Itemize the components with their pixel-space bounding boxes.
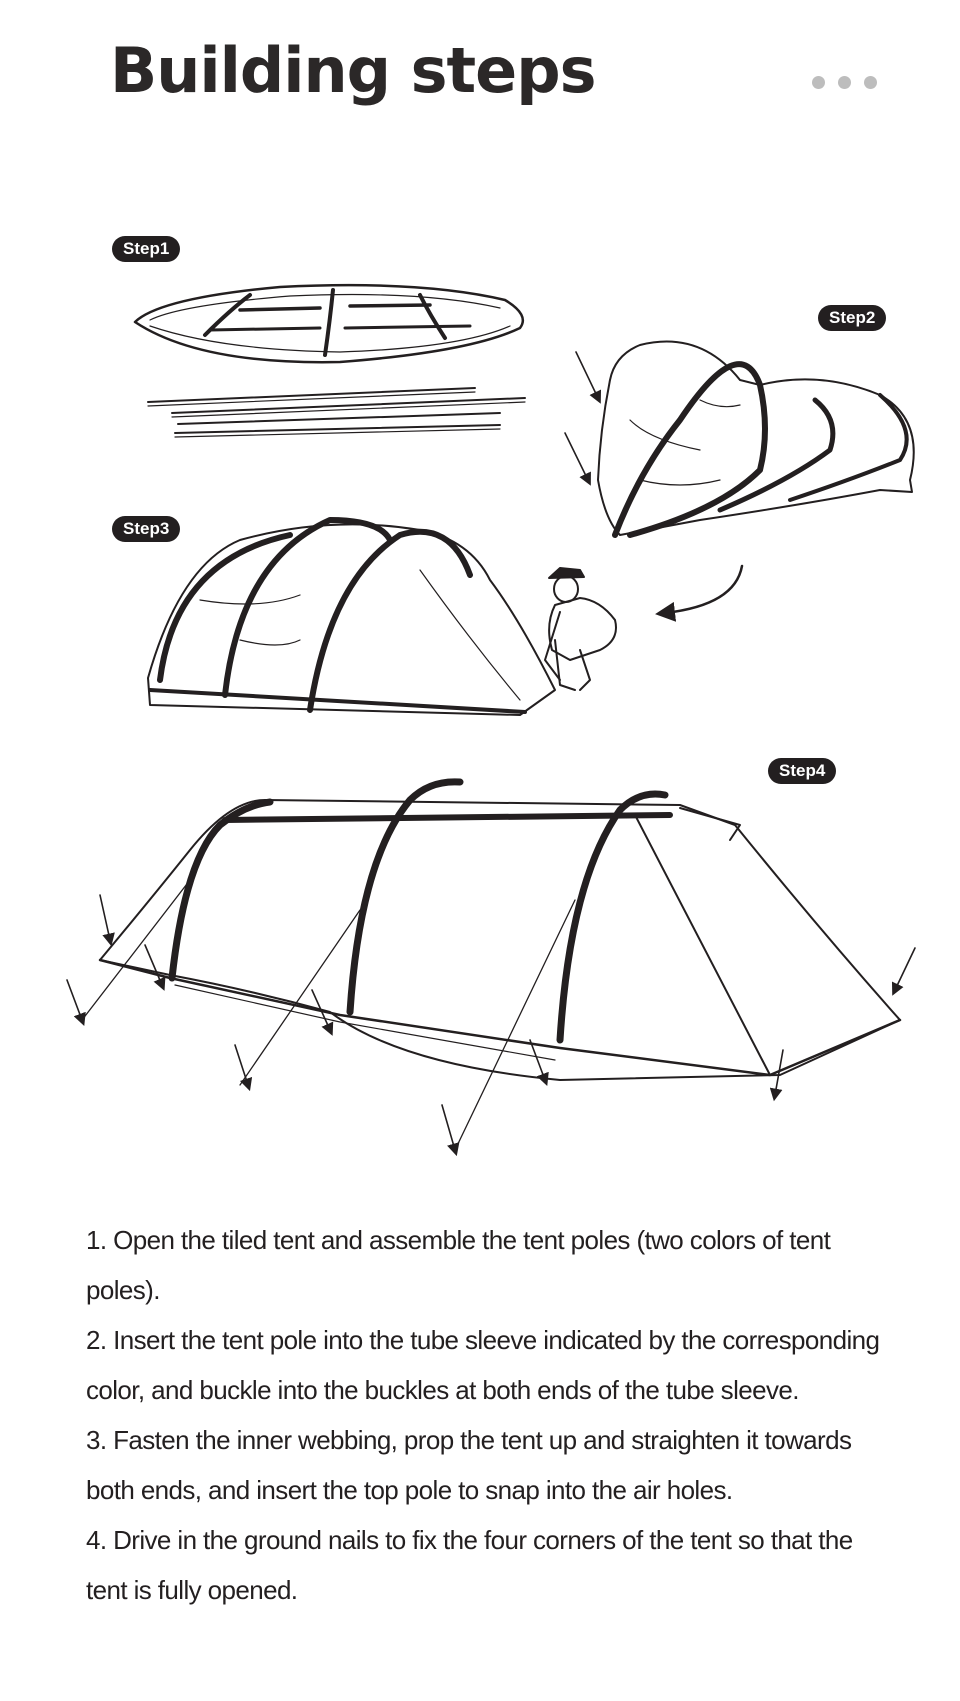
step1-flat-tent-drawing bbox=[133, 283, 526, 438]
step4-pitched-tent-drawing bbox=[66, 778, 916, 1157]
step3-badge: Step3 bbox=[112, 516, 181, 542]
instruction-step-3: 3. Fasten the inner webbing, prop the te… bbox=[86, 1425, 852, 1505]
instruction-step-1: 1. Open the tiled tent and assemble the … bbox=[86, 1225, 831, 1305]
person-figure bbox=[544, 567, 617, 691]
step3-raised-tent-drawing bbox=[147, 517, 617, 716]
step1-badge: Step1 bbox=[112, 236, 181, 262]
dot bbox=[838, 76, 851, 89]
step4-badge: Step4 bbox=[768, 758, 837, 784]
instruction-list: 1. Open the tiled tent and assemble the … bbox=[86, 1215, 896, 1615]
step2-badge: Step2 bbox=[818, 305, 887, 331]
step2-sleeve-tent-drawing bbox=[564, 340, 915, 538]
page-title: Building steps bbox=[110, 34, 597, 107]
more-dots-icon[interactable] bbox=[812, 76, 877, 89]
instruction-step-2: 2. Insert the tent pole into the tube sl… bbox=[86, 1325, 880, 1405]
dot bbox=[812, 76, 825, 89]
instruction-step-4: 4. Drive in the ground nails to fix the … bbox=[86, 1525, 853, 1605]
dot bbox=[864, 76, 877, 89]
tent-assembly-illustration bbox=[66, 283, 916, 1157]
rotate-arrow-icon bbox=[655, 564, 744, 622]
